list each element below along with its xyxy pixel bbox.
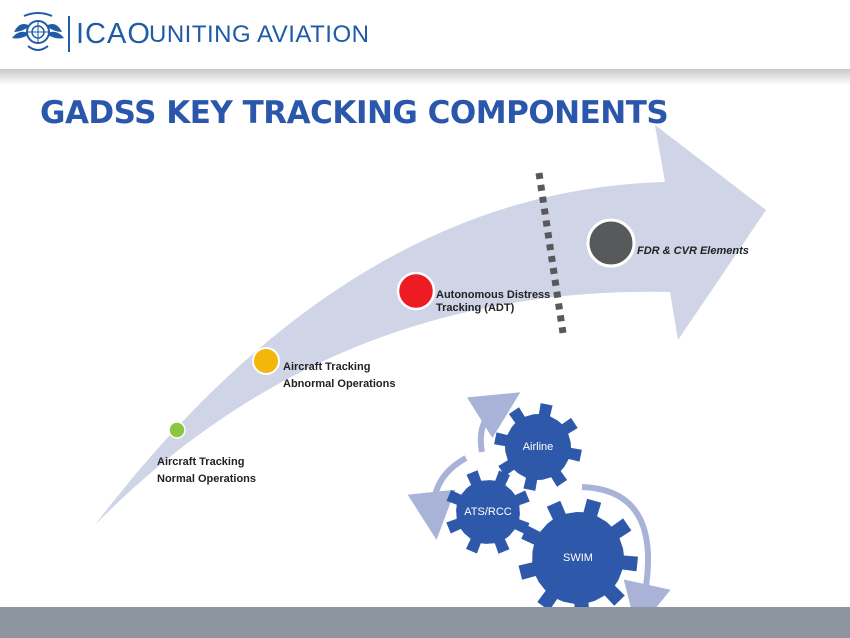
cycle-arrow-left bbox=[407, 455, 468, 540]
gear-swim bbox=[518, 498, 638, 618]
header-shadow bbox=[0, 69, 850, 85]
milestone-adt-line2: Tracking (ADT) bbox=[436, 302, 515, 314]
gear-label-swim: SWIM bbox=[563, 552, 593, 564]
phase-divider bbox=[535, 172, 567, 334]
milestone-label-adt: Autonomous Distress Tracking (ADT) bbox=[436, 289, 550, 315]
milestone-adt-line1: Autonomous Distress bbox=[436, 289, 551, 301]
gear-label-airline: Airline bbox=[522, 441, 554, 453]
gear-airline bbox=[494, 403, 582, 491]
milestone-abnormal-line1: Aircraft Tracking bbox=[283, 361, 371, 373]
milestone-dot-abnormal bbox=[252, 347, 280, 375]
milestone-dot-adt bbox=[396, 271, 436, 311]
milestone-label-fdr-cvr: FDR & CVR Elements bbox=[637, 245, 749, 257]
logo-text: ICAO bbox=[76, 18, 151, 50]
milestone-label-normal: Aircraft Tracking Normal Operations bbox=[157, 454, 256, 488]
cycle-arrow-right bbox=[581, 484, 671, 632]
milestone-dot-fdr-cvr bbox=[586, 218, 636, 268]
milestone-dot-normal bbox=[168, 421, 186, 439]
milestone-abnormal-line2: Abnormal Operations bbox=[283, 378, 396, 390]
milestone-normal-line2: Normal Operations bbox=[157, 473, 257, 485]
page-title: GADSS KEY TRACKING COMPONENTS bbox=[40, 95, 669, 131]
header-bar bbox=[0, 0, 850, 70]
milestone-normal-line1: Aircraft Tracking bbox=[157, 456, 245, 468]
logo-divider bbox=[68, 16, 70, 52]
cycle-arrow-top bbox=[466, 392, 521, 453]
footer-bar bbox=[0, 607, 850, 638]
milestone-label-abnormal: Aircraft Tracking Abnormal Operations bbox=[283, 359, 395, 393]
gear-label-ats-rcc: ATS/RCC bbox=[464, 506, 512, 518]
gear-ats-rcc bbox=[446, 470, 530, 554]
icao-emblem-icon bbox=[12, 12, 64, 51]
tagline: UNITING AVIATION bbox=[149, 21, 370, 48]
